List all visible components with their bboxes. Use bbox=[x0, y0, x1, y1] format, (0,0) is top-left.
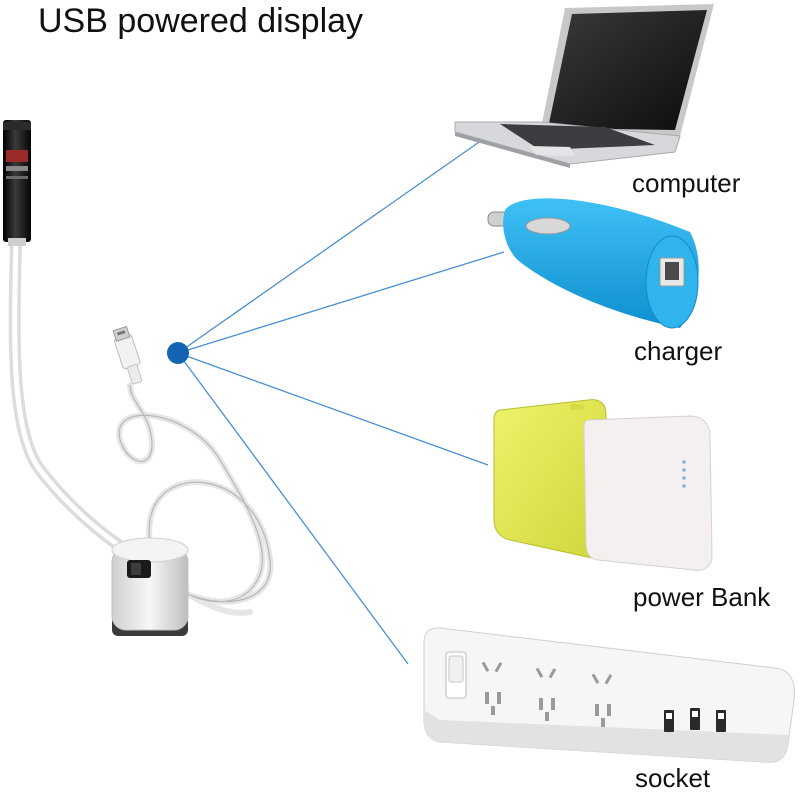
device-label-charger: charger bbox=[634, 336, 723, 366]
lamp-base-icon bbox=[111, 537, 189, 636]
connector-line-socket bbox=[177, 352, 409, 665]
power-strip-icon bbox=[423, 627, 795, 763]
hub-dot bbox=[167, 342, 189, 364]
car-charger-icon bbox=[487, 198, 699, 329]
diagram-title: USB powered display bbox=[38, 2, 364, 40]
power-bank-icon bbox=[493, 399, 713, 571]
connector-line-power-bank bbox=[177, 352, 489, 466]
device-label-computer: computer bbox=[632, 168, 741, 198]
device-label-socket: socket bbox=[635, 763, 711, 793]
device-label-power-bank: power Bank bbox=[633, 582, 771, 612]
usb-plug-icon bbox=[112, 325, 143, 385]
connector-lines bbox=[177, 139, 505, 665]
laser-lamp bbox=[3, 120, 274, 636]
laser-module-icon bbox=[3, 120, 31, 246]
connector-line-computer bbox=[177, 139, 483, 354]
laptop-icon bbox=[454, 4, 714, 168]
connector-line-charger bbox=[177, 251, 505, 354]
usb-cable-outline bbox=[118, 384, 271, 603]
